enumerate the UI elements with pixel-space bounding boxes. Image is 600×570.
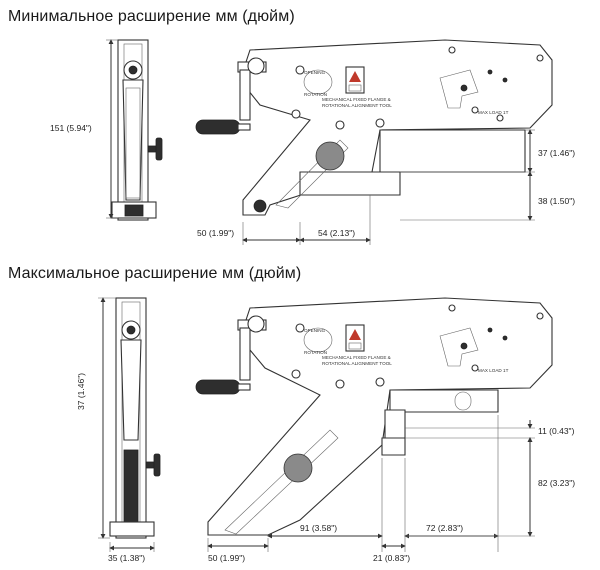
rotation-label-opening-max: OPENING xyxy=(304,328,326,333)
dim-bottom-step: 21 (0.83") xyxy=(373,553,410,563)
front-view-minimum xyxy=(195,39,553,245)
tool-label-line2: ROTATIONAL ALIGNMENT TOOL xyxy=(322,103,392,108)
dim-bottom-jaw-gap: 11 (0.43") xyxy=(538,426,575,436)
rotation-label-rotation: ROTATION xyxy=(304,92,327,97)
heading-maximum-extension: Максимальное расширение мм (дюйм) xyxy=(8,265,302,282)
dim-bottom-base-left: 50 (1.99") xyxy=(208,553,245,563)
dim-top-height: 151 (5.94") xyxy=(50,123,92,133)
side-view-maximum xyxy=(98,297,161,552)
dim-top-upper-jaw: 37 (1.46") xyxy=(538,148,575,158)
dim-top-base-right: 54 (2.13") xyxy=(318,228,355,238)
dim-bottom-base-mid: 91 (3.58") xyxy=(300,523,337,533)
max-load-label-max: MAX LOAD 1T xyxy=(478,368,509,373)
dim-bottom-side-width: 35 (1.38") xyxy=(108,553,145,563)
tool-label-line1-max: MECHANICAL FIXED FLANGE & xyxy=(322,355,391,360)
heading-minimum-extension: Минимальное расширение мм (дюйм) xyxy=(8,8,295,25)
side-view-minimum xyxy=(106,39,163,221)
tool-label-line1: MECHANICAL FIXED FLANGE & xyxy=(322,97,391,102)
dim-top-lower-jaw: 38 (1.50") xyxy=(538,196,575,206)
front-view-maximum xyxy=(195,297,553,552)
dim-bottom-base-right: 72 (2.83") xyxy=(426,523,463,533)
dim-bottom-jaw-opening: 82 (3.23") xyxy=(538,478,575,488)
rotation-label-rotation-max: ROTATION xyxy=(304,350,327,355)
dim-bottom-height: 37 (1.46") xyxy=(76,373,86,410)
rotation-label-opening: OPENING xyxy=(304,70,326,75)
max-load-label: MAX LOAD 1T xyxy=(478,110,509,115)
dim-top-base-left: 50 (1.99") xyxy=(197,228,234,238)
tool-label-line2-max: ROTATIONAL ALIGNMENT TOOL xyxy=(322,361,392,366)
